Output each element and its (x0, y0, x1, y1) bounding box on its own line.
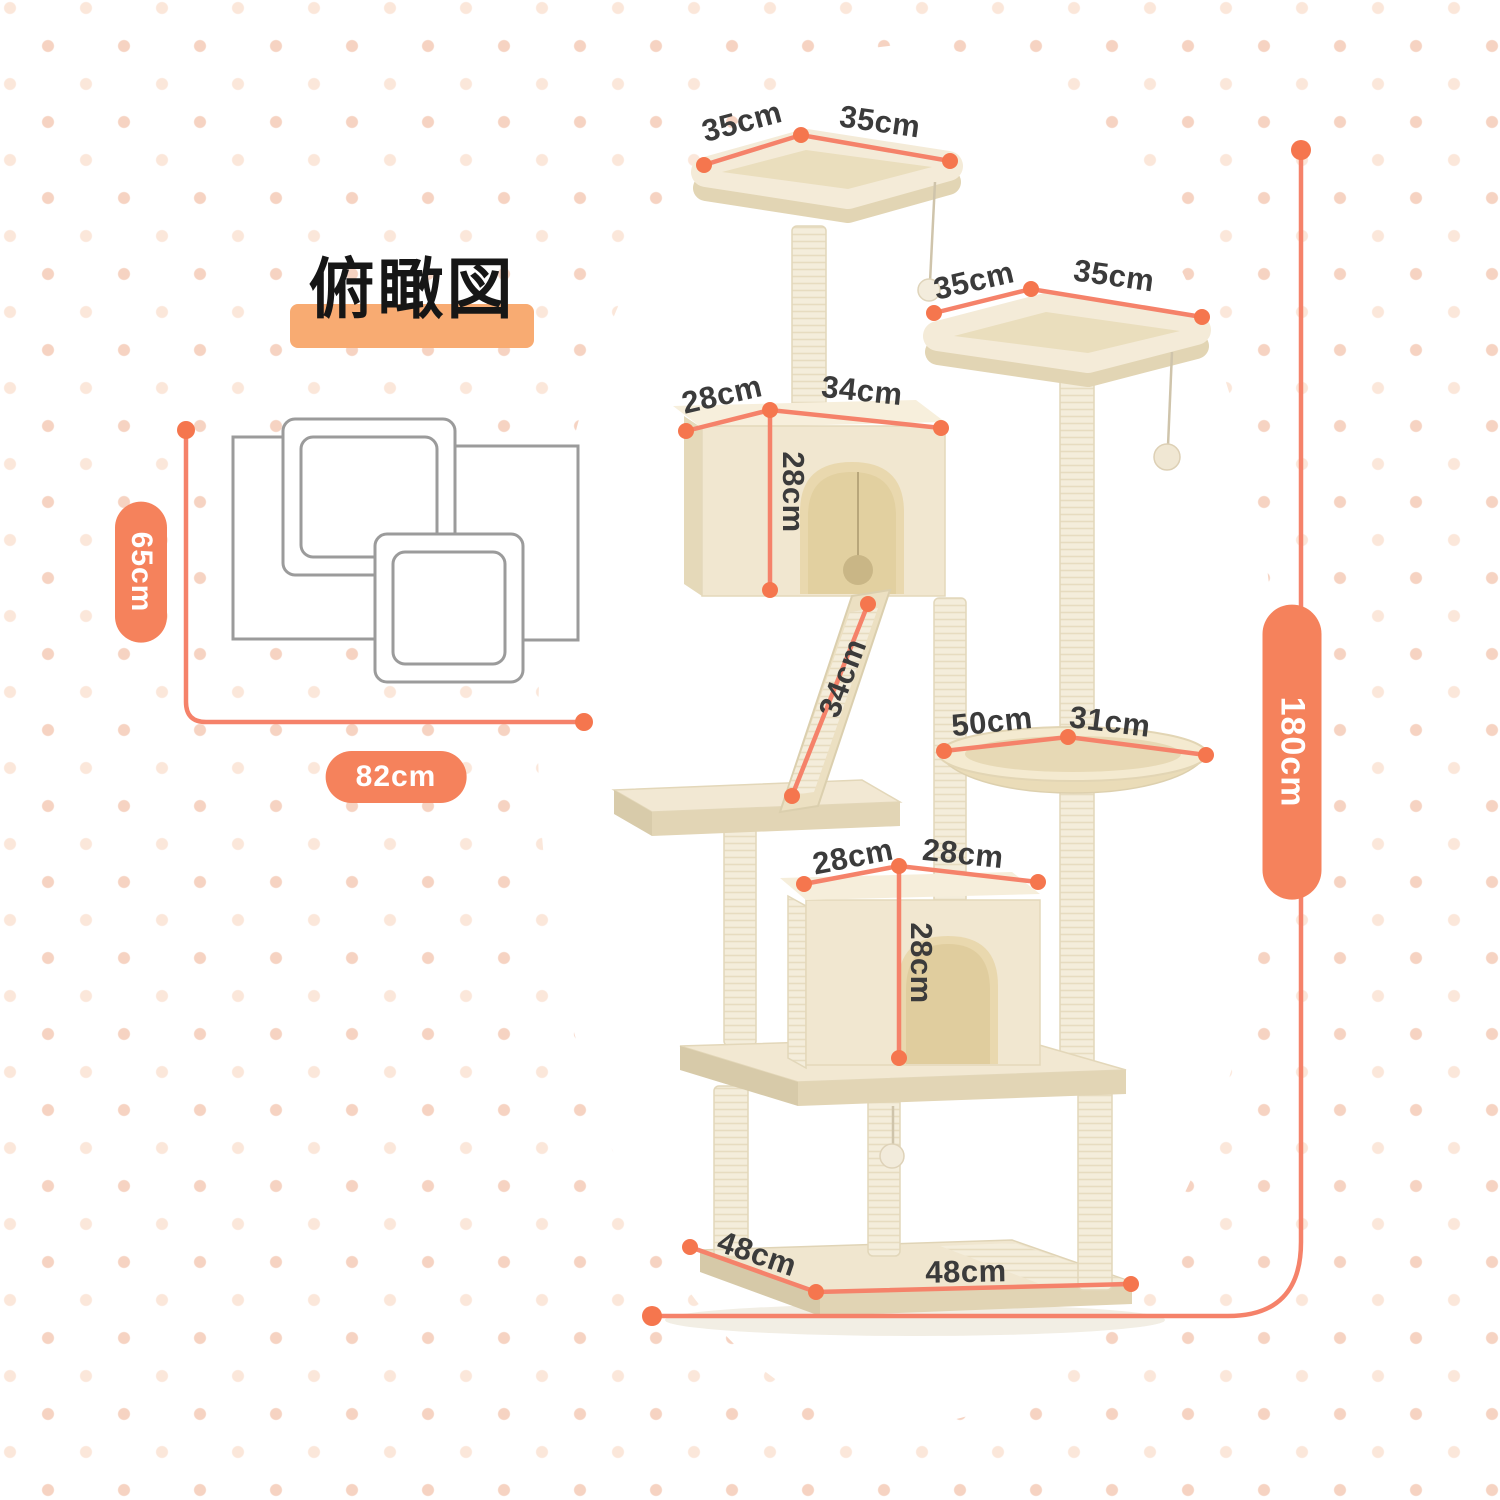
page-title: 俯瞰図 (308, 252, 516, 326)
toy-string (1166, 351, 1174, 447)
top-view-drawing (231, 417, 580, 684)
upper-condo (673, 400, 946, 597)
dim-pill-topview-height: 65cm (115, 501, 167, 643)
dim-upper-condo-height: 28cm (776, 451, 811, 533)
cat-tree-illustration (611, 129, 1211, 1316)
hammock (938, 726, 1208, 794)
lower-condo (780, 872, 1041, 1070)
scratching-post-top-center (791, 225, 827, 411)
toy-ball (1153, 443, 1181, 471)
middle-left-platform (611, 779, 903, 1047)
dim-pill-overall-height: 180cm (1262, 604, 1322, 900)
second-platform (923, 293, 1211, 471)
dim-base-width: 48cm (925, 1253, 1007, 1290)
hanging-toy-ball (879, 1106, 905, 1169)
title-block: 俯瞰図 (290, 256, 534, 350)
dimension-lines (685, 132, 1207, 1295)
top-view-dimension-line (177, 421, 593, 731)
dimension-dots (678, 127, 1214, 1300)
toy-string (928, 181, 937, 283)
base-scratching-posts (713, 1077, 1113, 1291)
base-board (699, 1239, 1133, 1316)
toy-ball-in-condo (843, 555, 873, 585)
dim-lower-condo-height: 28cm (904, 922, 939, 1004)
overall-height-line (642, 140, 1311, 1326)
title-highlight-bar (290, 304, 534, 348)
dim-pill-topview-width: 82cm (325, 751, 467, 803)
toy-ball (917, 278, 941, 302)
